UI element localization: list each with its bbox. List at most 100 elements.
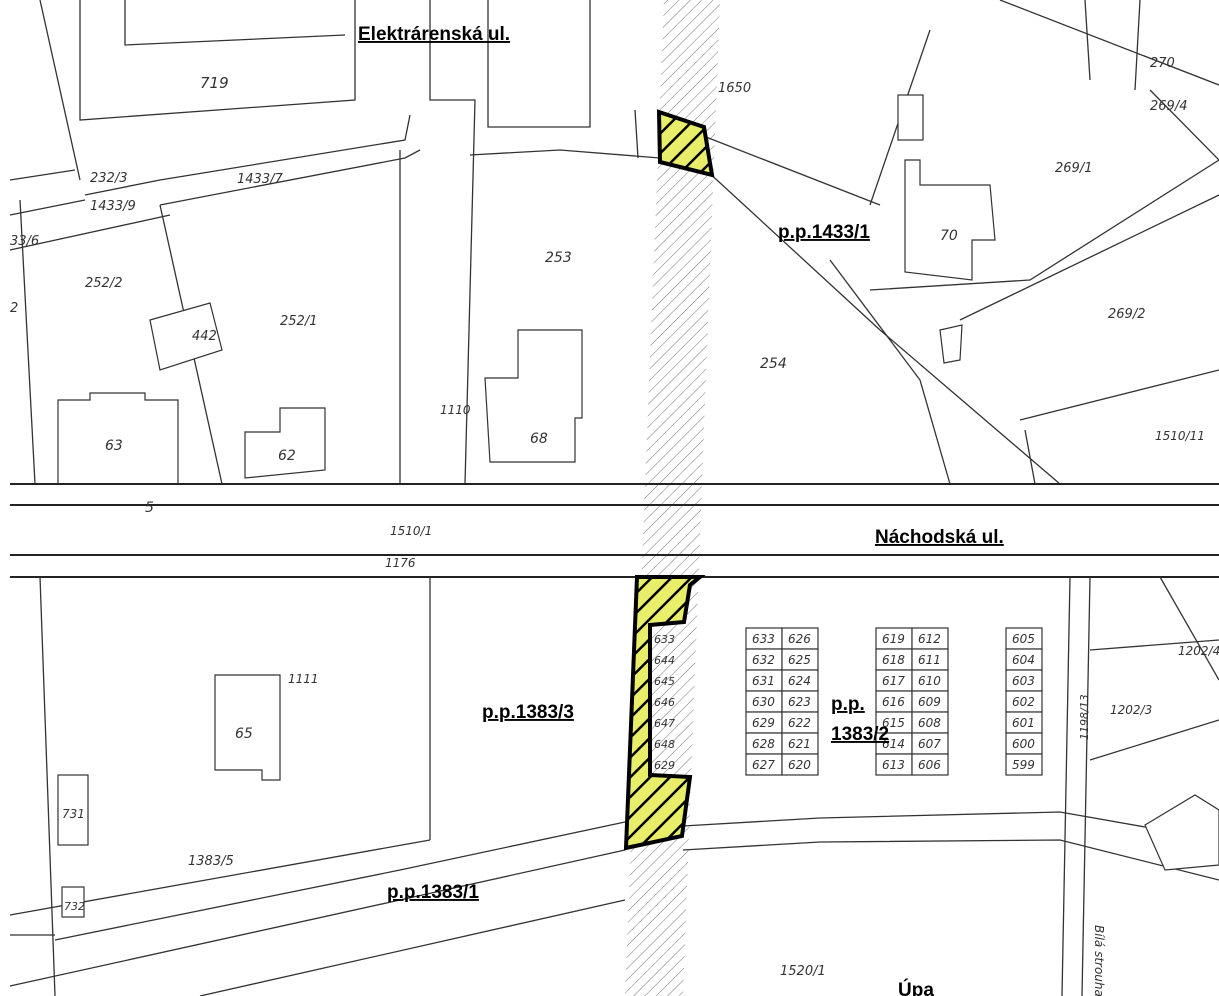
garage-number: 600: [1012, 737, 1035, 751]
garage-number: 611: [918, 653, 941, 667]
garage-number: 623: [788, 695, 811, 709]
parcel-1111: 1111: [288, 672, 319, 686]
parcel-252-2: 252/2: [85, 276, 122, 291]
garage-cell: [1005, 753, 1043, 776]
upper-buildings: [57, 94, 996, 485]
garage-number: 605: [1012, 632, 1035, 646]
parcel-70: 70: [940, 228, 958, 244]
garage-number: 614: [882, 737, 905, 751]
strip-garage-number: 646: [654, 696, 675, 709]
garage-number: 633: [752, 632, 775, 646]
street-elektrarenska: Elektrárenská ul.: [358, 24, 510, 45]
garage-number: 626: [788, 632, 811, 646]
garage-number: 618: [882, 653, 905, 667]
parcel-1110: 1110: [440, 403, 471, 417]
map-labels: Elektrárenská ul. Náchodská ul. Úpa p.p.…: [358, 24, 1004, 996]
label-pp-1433-1: p.p.1433/1: [778, 222, 870, 243]
garage-grids: 633 632 631 630 629 628 627 626 625 624 623 622 621 6…: [654, 627, 1043, 776]
label-pp-1383-2-a: p.p.: [831, 694, 865, 715]
garage-number: 632: [752, 653, 775, 667]
parcel-2: 2: [10, 301, 18, 316]
strip-garage-number: 629: [654, 759, 675, 772]
garage-cell: [781, 753, 819, 776]
strip-garage-number: 644: [654, 654, 675, 667]
garage-number: 606: [918, 758, 941, 772]
stream-label: Bílá strouha: [1092, 925, 1106, 996]
garage-number: 607: [918, 737, 941, 751]
upper-parcel-lines: [9, 0, 1219, 485]
parcel-1202-3: 1202/3: [1110, 703, 1152, 717]
strip-garage-number: 648: [654, 738, 675, 751]
garage-number: 631: [752, 674, 775, 688]
parcel-5: 5: [145, 500, 154, 516]
parcel-442: 442: [192, 329, 217, 344]
parcel-62: 62: [278, 448, 296, 464]
parcel-253: 253: [545, 250, 572, 266]
parcel-719: 719: [200, 74, 229, 92]
hatched-parcel-top: [656, 109, 715, 178]
garage-number: 602: [1012, 695, 1035, 709]
label-pp-1383-1: p.p.1383/1: [387, 882, 479, 903]
parcel-1520-1: 1520/1: [780, 964, 826, 979]
parcel-732: 732: [64, 900, 85, 913]
hatched-parcel-bottom: [623, 575, 706, 851]
garage-number: 625: [788, 653, 811, 667]
parcel-1510-1: 1510/1: [390, 524, 432, 538]
parcel-63: 63: [105, 438, 123, 454]
garage-number: 627: [752, 758, 775, 772]
garage-number: 630: [752, 695, 775, 709]
garage-number: 622: [788, 716, 811, 730]
parcel-252-1: 252/1: [280, 314, 317, 329]
strip-garage-number: 647: [654, 717, 675, 730]
garage-number: 604: [1012, 653, 1035, 667]
nachodska-road: [10, 483, 1219, 578]
river-upa: Úpa: [898, 979, 934, 996]
garage-number: 616: [882, 695, 905, 709]
parcel-65: 65: [235, 726, 253, 742]
garage-number: 621: [788, 737, 811, 751]
parcel-731: 731: [62, 807, 85, 821]
parcel-1176: 1176: [385, 556, 416, 570]
strip-garage-number: 645: [654, 675, 675, 688]
lower-parcel-lines: [9, 576, 1219, 996]
garage-number: 628: [752, 737, 775, 751]
garage-number: 629: [752, 716, 775, 730]
parcel-1650: 1650: [718, 81, 751, 96]
street-nachodska: Náchodská ul.: [875, 527, 1004, 548]
garage-cell: [911, 753, 949, 776]
parcel-1202-4: 1202/4: [1178, 644, 1219, 658]
parcel-270: 270: [1150, 56, 1175, 71]
garage-number: 617: [882, 674, 905, 688]
garage-number: 609: [918, 695, 941, 709]
parcel-1198-13: 1198/13: [1078, 694, 1091, 740]
garage-number: 619: [882, 632, 905, 646]
parcel-1433-7: 1433/7: [237, 172, 283, 187]
parcel-68: 68: [530, 431, 548, 447]
parcel-1383-5: 1383/5: [188, 854, 234, 869]
garage-number: 613: [882, 758, 905, 772]
label-pp-1383-2-b: 1383/2: [831, 724, 889, 745]
garage-number: 603: [1012, 674, 1035, 688]
parcel-numbers: 719 1650 270 269/4 269/1 232/3 1433/9 14…: [10, 56, 1219, 996]
garage-number: 615: [882, 716, 905, 730]
garage-number: 601: [1012, 716, 1035, 730]
label-pp-1383-3: p.p.1383/3: [482, 702, 574, 723]
garage-number: 612: [918, 632, 941, 646]
parcel-269-2: 269/2: [1108, 307, 1145, 322]
parcel-269-4: 269/4: [1150, 99, 1187, 114]
garage-number: 624: [788, 674, 811, 688]
parcel-254: 254: [760, 356, 787, 372]
parcel-1433-9: 1433/9: [90, 199, 136, 214]
lower-buildings: [57, 674, 1219, 918]
parcel-33-6: 33/6: [10, 234, 39, 249]
parcel-269-1: 269/1: [1055, 161, 1092, 176]
parcel-232-3: 232/3: [90, 171, 127, 186]
garage-number: 610: [918, 674, 941, 688]
garage-number: 608: [918, 716, 941, 730]
strip-garage-number: 633: [654, 633, 675, 646]
parcel-1510-11: 1510/11: [1155, 429, 1205, 443]
garage-number: 620: [788, 758, 811, 772]
garage-number: 599: [1012, 758, 1035, 772]
